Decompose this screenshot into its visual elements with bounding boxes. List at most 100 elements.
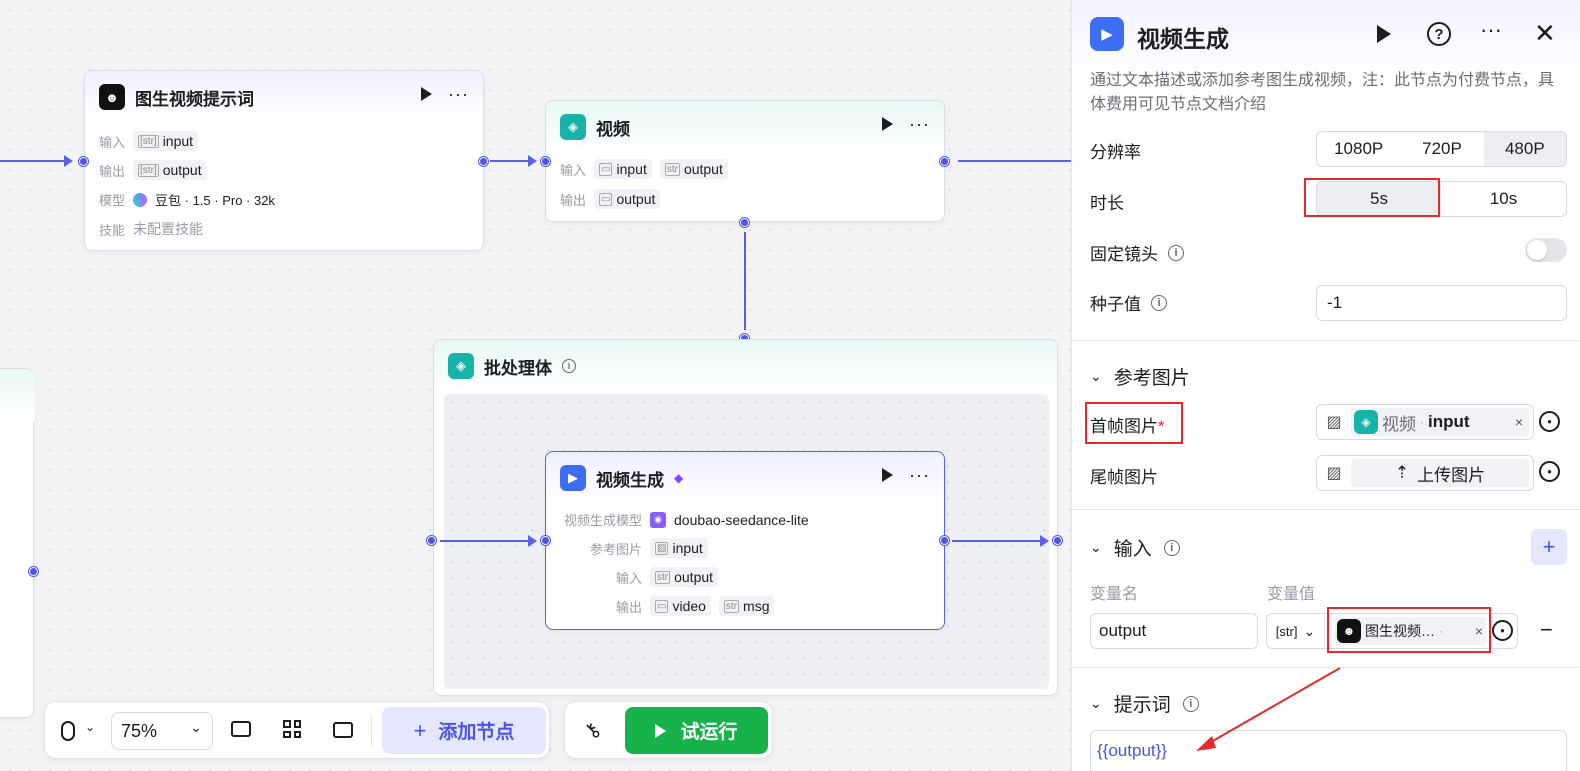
divider (1072, 509, 1580, 510)
port-dot[interactable] (1053, 536, 1062, 545)
port-dot[interactable] (940, 536, 949, 545)
prompt-section[interactable]: ⌄ 提示词 i (1090, 690, 1199, 717)
comment-icon[interactable] (231, 721, 251, 737)
node-partial-left[interactable] (0, 368, 35, 718)
variable-picker-icon[interactable]: ● (1539, 411, 1560, 432)
port-dot[interactable] (427, 536, 436, 545)
last-frame-input[interactable]: ▨ ⇡ 上传图片 (1316, 455, 1534, 491)
section-title: 参考图片 (1113, 368, 1190, 389)
model-value: doubao-seedance-lite (674, 511, 809, 528)
resolution-option-selected[interactable]: 480P (1483, 132, 1566, 166)
row-label: 输入 (560, 162, 587, 178)
node-image-to-video-prompt[interactable]: ☻ 图生视频提示词 ··· 输入 [str]input 输出 [str]outp… (84, 70, 484, 251)
type-select[interactable]: [str]⌄ (1267, 614, 1325, 648)
help-icon[interactable]: ? (1427, 22, 1451, 46)
seed-input[interactable]: -1 (1316, 285, 1567, 321)
first-frame-input[interactable]: ▨ ◈ 视频 · input × (1316, 404, 1534, 440)
port-dot[interactable] (479, 157, 488, 166)
duration-option-selected[interactable]: 5s (1317, 182, 1441, 216)
wrench-icon[interactable]: ⚷ (579, 717, 606, 744)
edge-batch-out (952, 540, 1042, 542)
port-dot[interactable] (541, 536, 550, 545)
row-label: 参考图片 (589, 541, 642, 557)
more-icon[interactable]: ··· (1480, 17, 1502, 42)
node-video-generation[interactable]: ▶ 视频生成 ◆ ··· 视频生成模型 ◉ doubao-seedance-li… (545, 451, 945, 630)
edge-video-out (958, 160, 1071, 162)
test-run-button[interactable]: 试运行 (625, 707, 768, 754)
divider (1072, 340, 1580, 341)
variable-ref-chip: ◈ 视频 · input × (1351, 408, 1529, 436)
fixed-camera-toggle[interactable] (1525, 238, 1567, 262)
duration-option[interactable]: 10s (1489, 189, 1518, 208)
panel-description: 通过文本描述或添加参考图生成视频，注：此节点为付费节点，具体费用可见节点文档介绍 (1090, 72, 1555, 113)
remove-icon[interactable]: × (1474, 623, 1483, 639)
row-label: 输出 (99, 163, 126, 179)
more-icon[interactable]: ··· (909, 114, 930, 134)
close-icon[interactable]: ✕ (1534, 18, 1556, 48)
annotation-box (1304, 178, 1440, 217)
var-tag: ▭output (594, 189, 661, 209)
row-label: 技能 (99, 222, 126, 238)
add-variable-button[interactable]: + (1531, 529, 1567, 565)
var-value-header: 变量值 (1267, 586, 1316, 603)
duration-segmented[interactable]: 5s 10s (1316, 181, 1567, 217)
edge-arrow (528, 535, 537, 547)
more-icon[interactable]: ··· (909, 465, 930, 485)
var-tag: [str]output (133, 160, 207, 180)
port-dot[interactable] (79, 157, 88, 166)
chevron-down-icon[interactable]: ⌄ (1090, 539, 1102, 555)
mouse-mode-icon[interactable] (61, 721, 75, 741)
port-dot[interactable] (740, 218, 749, 227)
run-label: 试运行 (680, 722, 738, 743)
port-dot[interactable] (940, 157, 949, 166)
chevron-down-icon[interactable]: ⌄ (1090, 695, 1102, 711)
prompt-editor[interactable]: {{output}} (1090, 730, 1567, 771)
var-name-input[interactable]: output (1090, 613, 1258, 649)
info-icon[interactable]: i (1151, 294, 1167, 311)
run-node-icon[interactable] (882, 117, 894, 131)
image-icon: ▨ (1326, 465, 1342, 482)
layers-icon: ◈ (560, 114, 586, 140)
remove-icon[interactable]: × (1514, 414, 1523, 430)
minimap-icon[interactable] (333, 722, 353, 738)
port-dot[interactable] (29, 567, 38, 576)
zoom-select[interactable]: 75% ⌄ (111, 712, 213, 750)
run-node-icon[interactable] (1377, 25, 1391, 43)
var-tag: [str]input (133, 131, 199, 151)
node-settings-panel: ▶ 视频生成 ? ··· ✕ 通过文本描述或添加参考图生成视频，注：此节点为付费… (1071, 0, 1580, 771)
workflow-canvas[interactable]: ☻ 图生视频提示词 ··· 输入 [str]input 输出 [str]outp… (0, 0, 1071, 771)
row-label: 输入 (99, 134, 126, 150)
ref-images-section[interactable]: ⌄ 参考图片 (1090, 363, 1190, 390)
var-tag: ▭video (650, 596, 711, 616)
layout-icon[interactable] (283, 720, 301, 738)
add-node-label: 添加节点 (438, 722, 515, 743)
run-node-icon[interactable] (421, 87, 433, 101)
resolution-option[interactable]: 720P (1422, 139, 1462, 158)
variable-picker-icon[interactable]: ● (1539, 461, 1560, 482)
resolution-segmented[interactable]: 1080P 720P 480P (1316, 131, 1567, 167)
layers-icon: ◈ (448, 353, 474, 379)
input-section[interactable]: ⌄ 输入 i (1090, 534, 1180, 561)
run-node-icon[interactable] (882, 468, 894, 482)
info-icon[interactable]: i (562, 359, 576, 373)
variable-picker-icon[interactable]: ● (1492, 620, 1513, 641)
info-icon[interactable]: i (1163, 539, 1180, 556)
remove-variable-button[interactable]: − (1540, 617, 1553, 642)
node-title: 批处理体 (484, 358, 552, 378)
section-title: 输入 (1113, 539, 1152, 560)
info-icon[interactable]: i (1182, 695, 1199, 712)
node-title: 视频 (596, 119, 630, 139)
chevron-down-icon[interactable]: ⌄ (1090, 368, 1102, 384)
panel-header (1072, 0, 1580, 130)
port-dot[interactable] (541, 157, 550, 166)
chevron-down-icon: ⌄ (190, 719, 202, 735)
info-icon[interactable]: i (1168, 244, 1184, 261)
add-node-button[interactable]: + 添加节点 (382, 707, 546, 754)
more-icon[interactable]: ··· (448, 84, 469, 104)
chevron-down-icon[interactable]: ⌄ (85, 720, 96, 734)
edge-video-batch (744, 232, 746, 330)
upload-image-button[interactable]: ⇡ 上传图片 (1351, 459, 1529, 487)
resolution-option[interactable]: 1080P (1334, 139, 1384, 158)
